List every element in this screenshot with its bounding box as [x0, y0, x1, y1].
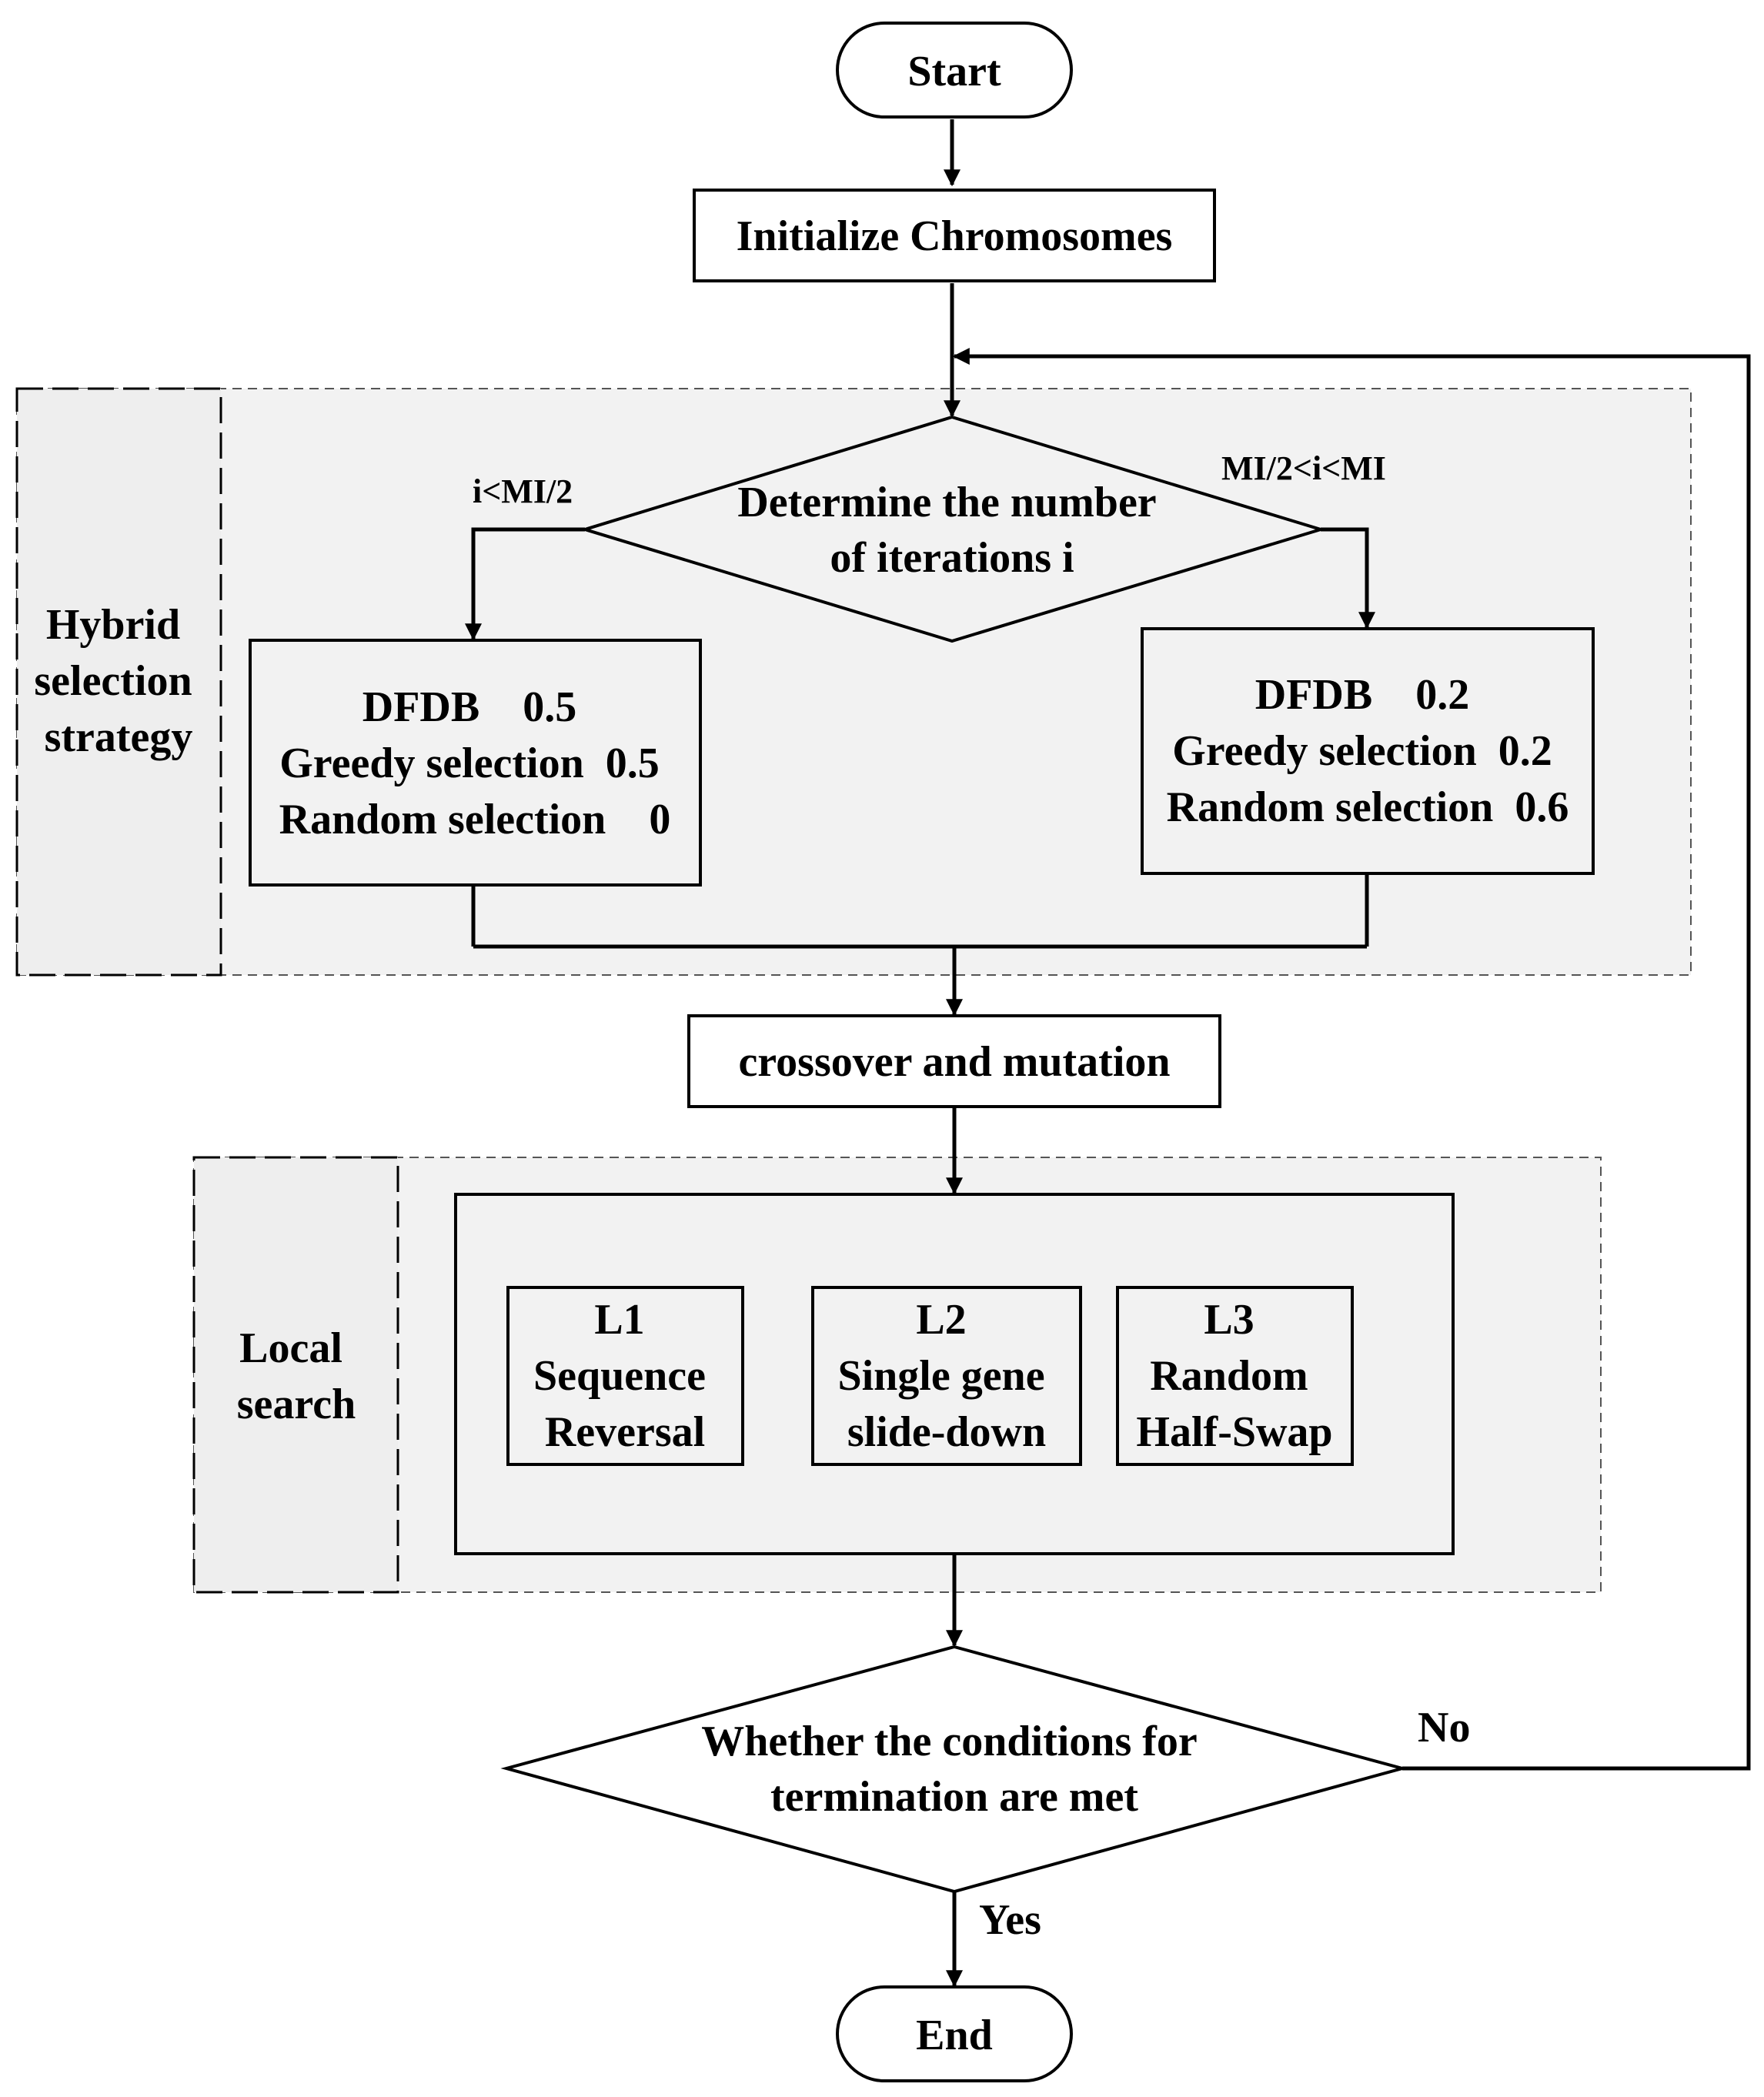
operator-l3: L3 Random Half-Swap — [1116, 1286, 1354, 1466]
yes-label: Yes — [979, 1896, 1041, 1944]
termination-decision-label: Whether the conditions for termination a… — [701, 1718, 1207, 1821]
selection-box-early-text: DFDB 0.5 Greedy selection 0.5 Random sel… — [279, 683, 671, 843]
operator-l2: L2 Single gene slide-down — [811, 1286, 1082, 1466]
local-search-side-panel — [192, 1156, 399, 1594]
arrow-decision-to-left-box — [464, 527, 585, 641]
selection-box-late: DFDB 0.2 Greedy selection 0.2 Random sel… — [1141, 627, 1595, 875]
operator-l3-text: L3 Random Half-Swap — [1136, 1296, 1332, 1456]
crossover-mutation-label: crossover and mutation — [738, 1038, 1170, 1086]
selection-box-early: DFDB 0.5 Greedy selection 0.5 Random sel… — [249, 639, 702, 887]
end-label: End — [916, 2012, 993, 2059]
end-node: End — [836, 1985, 1073, 2082]
operator-l1: L1 Sequence Reversal — [506, 1286, 744, 1466]
start-node: Start — [836, 22, 1073, 119]
initialize-chromosomes-node: Initialize Chromosomes — [693, 189, 1216, 282]
initialize-chromosomes-label: Initialize Chromosomes — [737, 212, 1173, 260]
no-label: No — [1418, 1704, 1470, 1751]
flow-connectors — [464, 119, 1751, 1988]
selection-box-late-text: DFDB 0.2 Greedy selection 0.2 Random sel… — [1167, 671, 1569, 831]
iteration-decision-label: Determine the number of iterations i — [737, 479, 1166, 582]
operator-l2-text: L2 Single gene slide-down — [837, 1296, 1055, 1456]
local-search-label: Local search — [237, 1324, 356, 1428]
right-condition-label: MI/2<i<MI — [1221, 449, 1386, 487]
hybrid-selection-label: Hybrid selection strategy — [34, 601, 202, 761]
arrow-decision-to-right-box — [1321, 527, 1376, 629]
start-label: Start — [907, 48, 1001, 95]
termination-decision-node: Whether the conditions for termination a… — [500, 1645, 1408, 1894]
crossover-mutation-node: crossover and mutation — [687, 1014, 1221, 1108]
hybrid-selection-side-panel — [15, 387, 222, 977]
iteration-decision-node: Determine the number of iterations i — [580, 415, 1326, 643]
arrow-loop-back-no — [952, 347, 1751, 1771]
left-condition-label: i<MI/2 — [473, 472, 573, 510]
operator-l1-text: L1 Sequence Reversal — [533, 1296, 717, 1456]
